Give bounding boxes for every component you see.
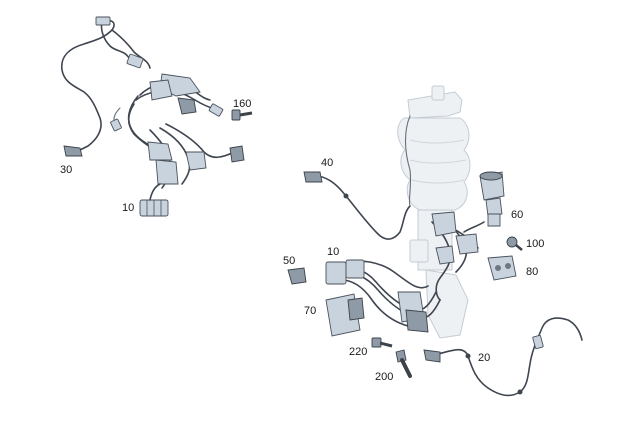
front-harness-group bbox=[60, 16, 253, 217]
connector-icon bbox=[95, 16, 111, 26]
callout-10-right: 10 bbox=[327, 246, 339, 258]
callout-200: 200 bbox=[375, 371, 393, 383]
sensor-30-icon bbox=[63, 145, 83, 157]
sensor-20-icon bbox=[423, 349, 441, 363]
bolt-100-icon bbox=[506, 236, 523, 251]
bolt-220-icon bbox=[371, 337, 393, 348]
callout-40: 40 bbox=[321, 157, 333, 169]
callout-100: 100 bbox=[526, 238, 544, 250]
callout-80: 80 bbox=[526, 266, 538, 278]
callout-60: 60 bbox=[511, 209, 523, 221]
callout-50: 50 bbox=[283, 255, 295, 267]
bolt-160-icon bbox=[231, 109, 253, 121]
callout-20: 20 bbox=[478, 352, 490, 364]
callout-220: 220 bbox=[349, 346, 367, 358]
callout-160: 160 bbox=[233, 98, 251, 110]
callout-10-left: 10 bbox=[122, 202, 134, 214]
callout-70: 70 bbox=[304, 305, 316, 317]
bracket-80-icon bbox=[487, 255, 517, 281]
callout-30: 30 bbox=[60, 164, 72, 176]
sensor-40-icon bbox=[303, 171, 323, 183]
connector-block-10b-icon bbox=[325, 261, 347, 285]
valve-60-icon bbox=[479, 171, 505, 227]
callout-labels: 160 30 10 40 60 100 10 50 80 70 220 20 2… bbox=[60, 98, 544, 383]
rear-harness-group bbox=[287, 115, 583, 397]
bolt-200-icon bbox=[395, 349, 412, 378]
clip-50-icon bbox=[287, 267, 307, 285]
